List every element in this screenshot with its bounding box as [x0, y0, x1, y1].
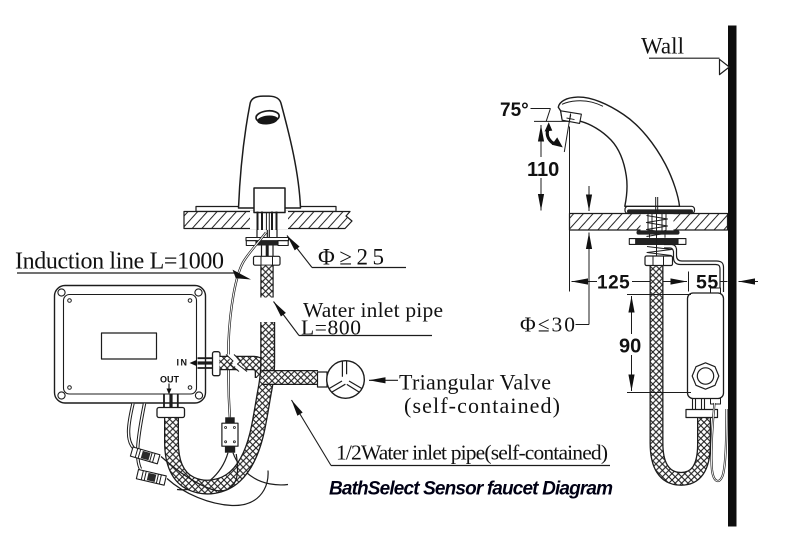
- svg-text:BathSelect Sensor faucet Diagr: BathSelect Sensor faucet Diagram: [329, 479, 613, 500]
- svg-text:1/2Water inlet pipe(self-conta: 1/2Water inlet pipe(self-contained): [336, 441, 608, 465]
- svg-text:Wall: Wall: [641, 34, 684, 59]
- svg-text:90: 90: [619, 336, 641, 358]
- svg-text:Φ≤30: Φ≤30: [520, 313, 575, 337]
- svg-text:Φ≥25: Φ≥25: [318, 245, 384, 270]
- svg-text:(self-contained): (self-contained): [404, 393, 560, 418]
- svg-text:75°: 75°: [500, 100, 529, 121]
- svg-text:125: 125: [597, 273, 630, 294]
- svg-text:Triangular Valve: Triangular Valve: [399, 370, 551, 395]
- svg-text:55: 55: [696, 272, 719, 294]
- svg-text:L=800: L=800: [301, 316, 361, 340]
- svg-text:110: 110: [527, 159, 559, 181]
- svg-text:OUT: OUT: [160, 375, 180, 385]
- svg-text:IN: IN: [177, 357, 189, 367]
- svg-text:Induction line L=1000: Induction line L=1000: [15, 249, 224, 275]
- svg-text:Water inlet pipe: Water inlet pipe: [303, 298, 443, 322]
